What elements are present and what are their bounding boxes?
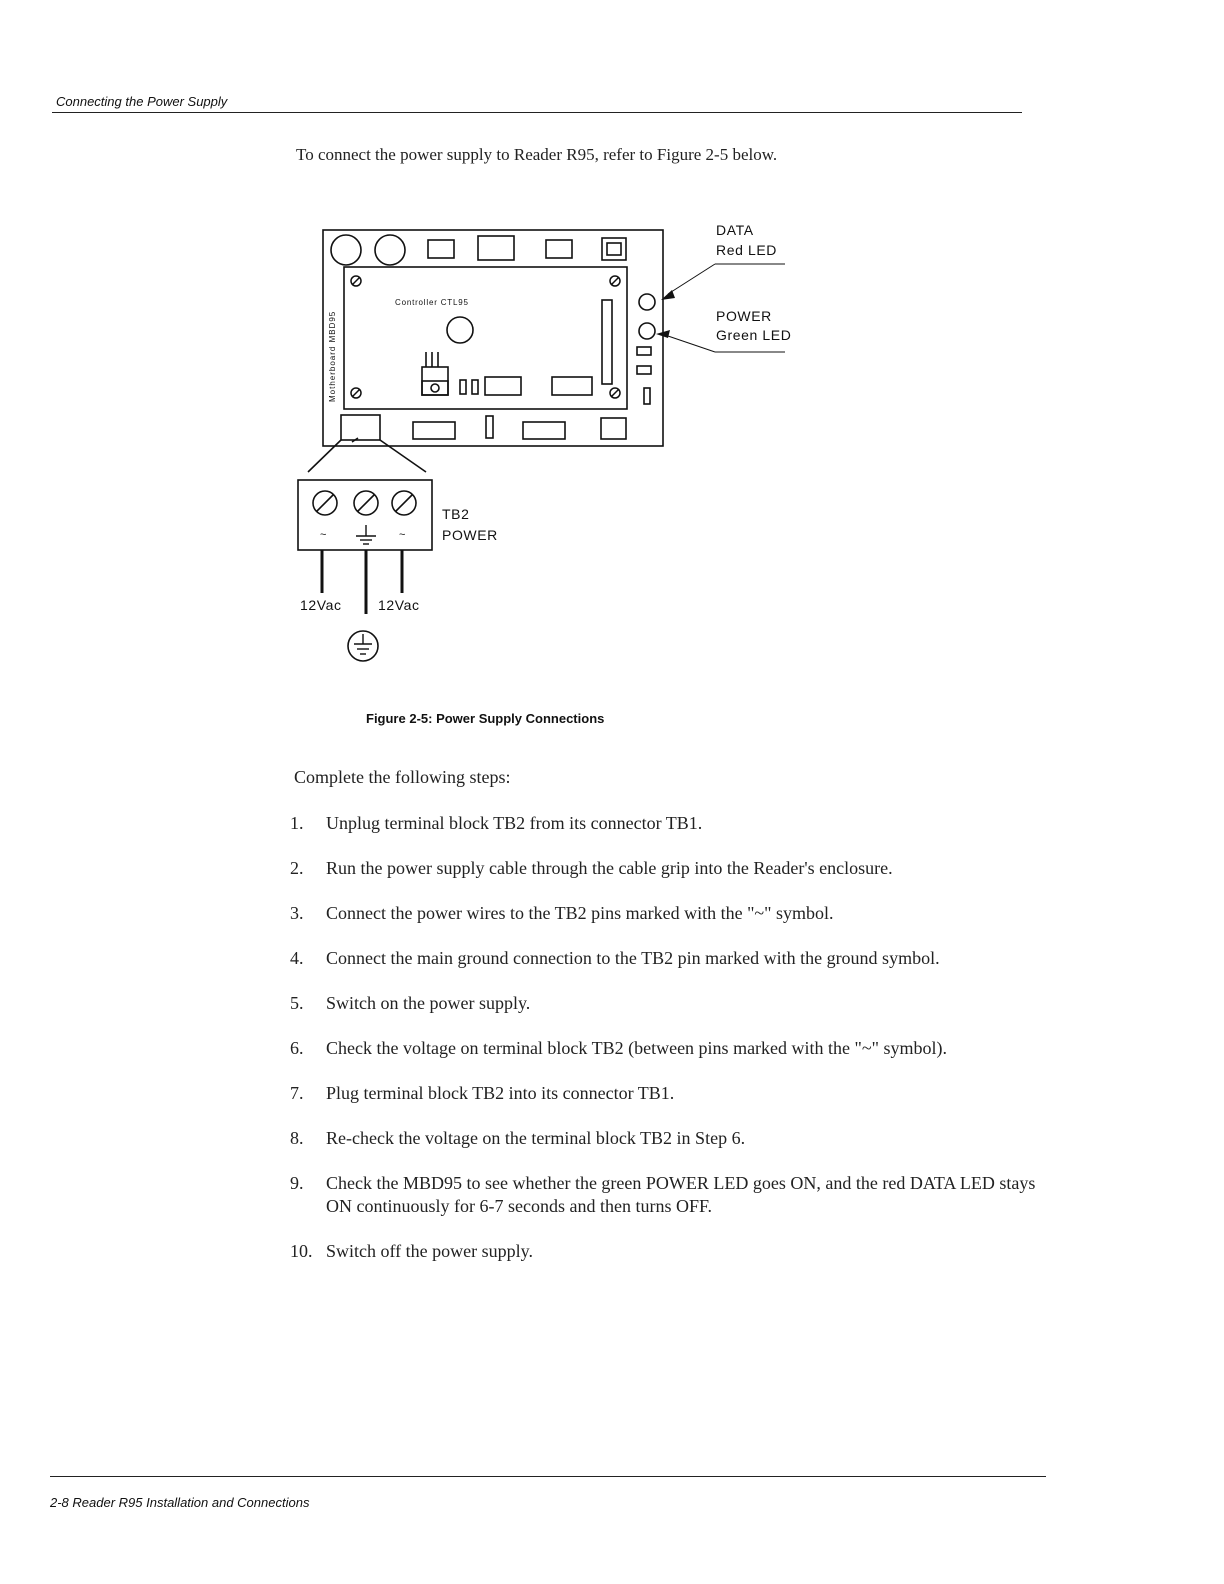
step-number: 5. xyxy=(290,993,304,1013)
data-led-label-1: DATA xyxy=(716,222,754,238)
tb1-connector xyxy=(340,414,381,441)
tb2-label-2: POWER xyxy=(442,527,498,543)
power-led xyxy=(638,322,656,340)
controller-part-2 xyxy=(471,379,479,395)
running-footer: 2-8 Reader R95 Installation and Connecti… xyxy=(50,1495,310,1510)
controller-transistor-tab xyxy=(421,380,449,396)
footer-rule xyxy=(50,1476,1046,1477)
top-component-2 xyxy=(477,235,515,261)
step-text: Re-check the voltage on the terminal blo… xyxy=(326,1128,746,1148)
step-text: Plug terminal block TB2 into its connect… xyxy=(326,1083,675,1103)
tb2-screw-1 xyxy=(312,490,338,516)
controller-outline xyxy=(343,266,628,410)
controller-circle xyxy=(446,316,474,344)
power-led-arrow xyxy=(656,330,670,338)
step-number: 6. xyxy=(290,1038,304,1058)
top-component-1 xyxy=(427,239,455,259)
step-number: 3. xyxy=(290,903,304,923)
step-text: Switch off the power supply. xyxy=(326,1241,533,1261)
list-item: 7. Plug terminal block TB2 into its conne… xyxy=(290,1082,1050,1105)
steps-list: 1. Unplug terminal block TB2 from its con… xyxy=(290,812,1050,1285)
tb2-screw-3 xyxy=(391,490,417,516)
running-header: Connecting the Power Supply xyxy=(56,94,228,109)
power-supply-figure: Motherboard MBD95 Controller CTL95 DATA … xyxy=(280,210,840,685)
step-text: Connect the power wires to the TB2 pins … xyxy=(326,903,834,923)
list-item: 2. Run the power supply cable through the… xyxy=(290,857,1050,880)
list-item: 6. Check the voltage on terminal block TB… xyxy=(290,1037,1050,1060)
step-text: Connect the main ground connection to th… xyxy=(326,948,940,968)
top-component-4 xyxy=(601,237,627,261)
data-led-arrow xyxy=(661,290,675,300)
data-led xyxy=(638,293,656,311)
list-item: 10. Switch off the power supply. xyxy=(290,1240,1050,1263)
step-number: 1. xyxy=(290,813,304,833)
step-text: Run the power supply cable through the c… xyxy=(326,858,893,878)
power-led-label-1: POWER xyxy=(716,308,772,324)
tb2-label-1: TB2 xyxy=(442,506,469,522)
right-voltage-label: 12Vac xyxy=(378,597,420,613)
step-text: Switch on the power supply. xyxy=(326,993,531,1013)
header-rule xyxy=(52,112,1022,113)
intro-paragraph: To connect the power supply to Reader R9… xyxy=(296,145,778,164)
step-number: 2. xyxy=(290,858,304,878)
pin-right-symbol: ~ xyxy=(399,529,405,541)
controller-transistor-hole xyxy=(430,383,440,393)
motherboard-outline xyxy=(322,229,664,447)
controller-part-4 xyxy=(551,376,593,396)
side-part-2 xyxy=(636,365,652,375)
bottom-component-1 xyxy=(412,421,456,440)
data-led-label-2: Red LED xyxy=(716,242,777,258)
board-label: Motherboard MBD95 xyxy=(328,311,337,402)
bottom-component-2 xyxy=(485,415,494,439)
top-circle-2 xyxy=(374,234,406,266)
left-voltage-label: 12Vac xyxy=(300,597,342,613)
list-item: 9. Check the MBD95 to see whether the gre… xyxy=(290,1172,1050,1218)
bottom-component-3 xyxy=(522,421,566,440)
earth-ground-icon xyxy=(347,630,379,662)
step-number: 10. xyxy=(290,1241,313,1261)
top-component-3 xyxy=(545,239,573,259)
controller-part-1 xyxy=(459,379,467,395)
controller-connector xyxy=(601,299,613,385)
top-circle-1 xyxy=(330,234,362,266)
step-number: 7. xyxy=(290,1083,304,1103)
side-part-3 xyxy=(643,387,651,405)
controller-part-3 xyxy=(484,376,522,396)
figure-caption: Figure 2-5: Power Supply Connections xyxy=(366,711,605,726)
tb2-screw-2 xyxy=(353,490,379,516)
side-part-1 xyxy=(636,346,652,356)
list-item: 8. Re-check the voltage on the terminal b… xyxy=(290,1127,1050,1150)
power-led-label-2: Green LED xyxy=(716,327,791,343)
pin-left-symbol: ~ xyxy=(320,529,326,541)
controller-label: Controller CTL95 xyxy=(395,298,469,307)
step-number: 4. xyxy=(290,948,304,968)
wiring-diagram: Motherboard MBD95 Controller CTL95 DATA … xyxy=(297,222,791,662)
step-number: 9. xyxy=(290,1173,304,1193)
list-item: 1. Unplug terminal block TB2 from its con… xyxy=(290,812,1050,835)
step-text: Unplug terminal block TB2 from its conne… xyxy=(326,813,703,833)
step-text: Check the voltage on terminal block TB2 … xyxy=(326,1038,947,1058)
list-item: 4. Connect the main ground connection to … xyxy=(290,947,1050,970)
list-item: 3. Connect the power wires to the TB2 pin… xyxy=(290,902,1050,925)
list-item: 5. Switch on the power supply. xyxy=(290,992,1050,1015)
top-component-4-inner xyxy=(606,242,622,256)
bottom-component-4 xyxy=(600,417,627,440)
steps-intro: Complete the following steps: xyxy=(294,767,511,787)
step-text: Check the MBD95 to see whether the green… xyxy=(326,1173,1036,1216)
step-number: 8. xyxy=(290,1128,304,1148)
